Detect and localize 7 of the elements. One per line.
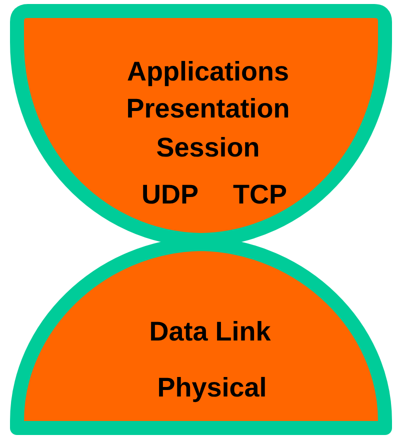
layer-label: Data Link [149,318,271,346]
layer-label: Applications [127,58,289,86]
layer-label: Session [156,134,260,162]
layer-label: TCP [233,182,287,208]
layer-label: Presentation [126,96,290,122]
layer-label: Physical [157,374,267,402]
layer-label: UDP [142,182,198,208]
